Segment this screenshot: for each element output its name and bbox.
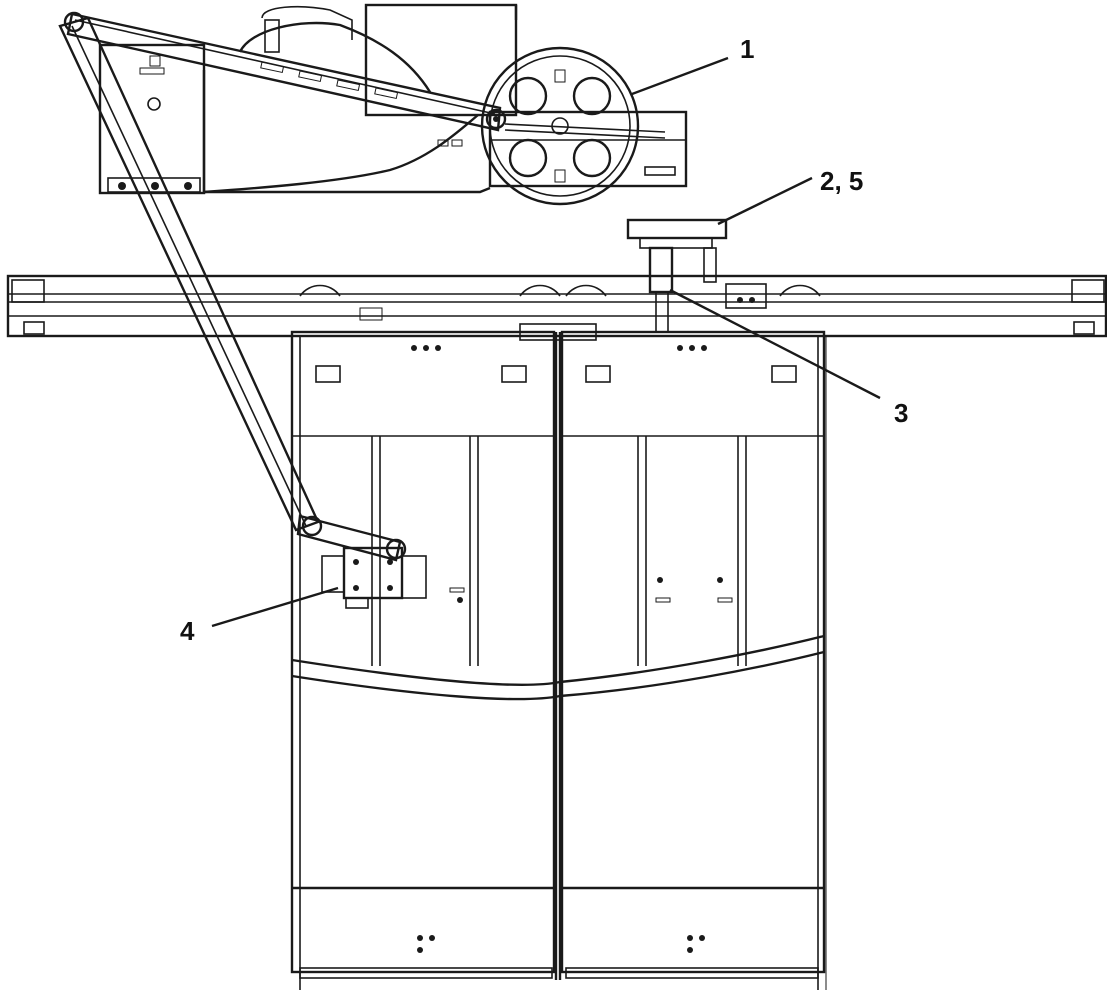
leader-lines xyxy=(211,56,881,628)
callout-label-4: 4 xyxy=(180,616,195,646)
door-lock xyxy=(626,218,767,333)
header-rail xyxy=(6,274,1107,341)
door-bracket xyxy=(321,546,427,609)
upper-arm xyxy=(63,11,666,139)
callout-label-2-5: 2, 5 xyxy=(820,166,863,196)
long-arm xyxy=(58,16,407,562)
door-panels xyxy=(290,330,827,990)
drive-unit xyxy=(98,3,688,195)
callout-label-1: 1 xyxy=(740,34,754,64)
callout-label-3: 3 xyxy=(894,398,908,428)
